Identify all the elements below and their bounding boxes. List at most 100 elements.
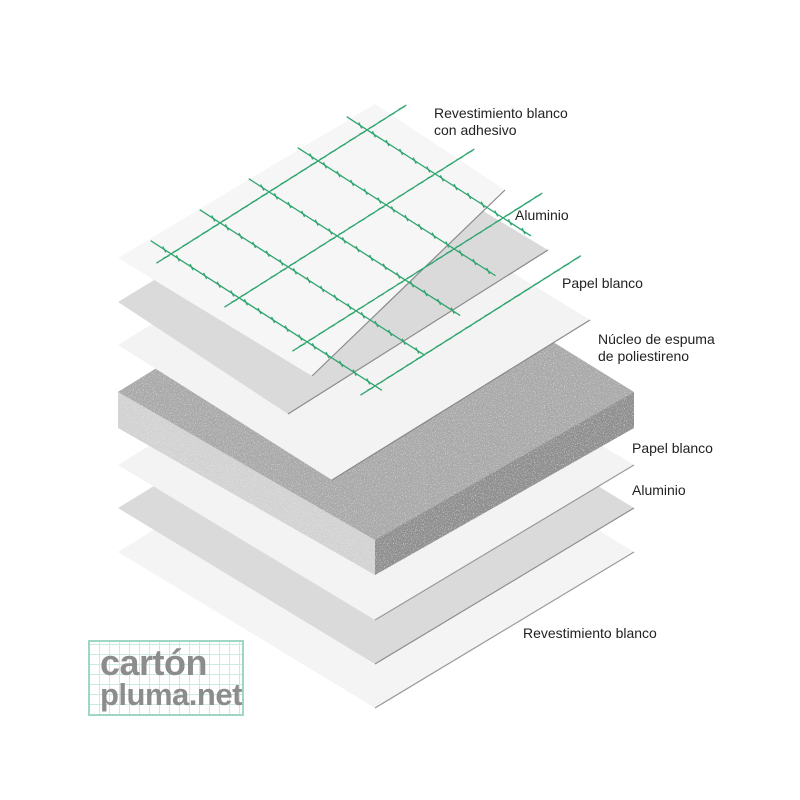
grid-line [484,312,492,317]
grid-line [407,187,414,192]
grid-line [412,157,417,164]
layer-revestimiento-adhesivo [118,104,582,396]
grid-line [524,200,531,205]
label-line: de poliestireno [598,348,690,364]
grid-line [299,255,307,260]
grid-line [292,268,297,275]
grid-line [260,184,265,191]
grid-line [377,197,382,204]
grid-line [270,274,277,279]
grid-line [308,336,316,341]
grid-line [189,263,194,271]
grid-line [347,311,355,317]
grid-line [328,228,333,235]
grid-line [309,249,316,254]
grid-line [533,281,541,286]
label-papel-top: Papel blanco [562,275,643,292]
grid-line [162,246,167,253]
grid-line [363,188,368,195]
label-line: Revestimiento blanco [523,625,657,641]
grid-line [350,179,355,187]
grid-line [355,245,360,253]
adhesive-grid [150,104,582,396]
grid-line [339,143,346,148]
grid-line [466,150,473,155]
grid-line [273,193,278,200]
grid-line [415,347,420,354]
grid-line [216,281,221,288]
grid-line [338,230,346,235]
grid-line [320,285,325,293]
grid-line [374,320,379,328]
grid-line [553,269,560,274]
grid-line [401,338,406,345]
nucleo-left-face [118,392,375,575]
grid-line [368,212,375,217]
grid-line [271,316,276,324]
grid-line [243,299,248,306]
grid-line [290,174,297,179]
grid-line [358,218,365,223]
grid-line [224,224,229,231]
grid-line [366,386,374,392]
grid-line [398,106,405,111]
grid-line [287,201,292,209]
grid-line [162,254,170,260]
grid-line [426,166,431,173]
grid-line [358,130,366,136]
grid-line [455,243,463,248]
grid-line [284,325,289,332]
grid-line [399,148,404,156]
grid-line [475,231,482,236]
grid-line [416,268,424,273]
grid-line [175,255,180,262]
grid-line [349,137,356,142]
label-papel-bottom: Papel blanco [632,440,713,457]
grid-line [371,131,376,138]
grid-line [211,215,216,222]
grid-line [445,249,453,255]
label-line: con adhesivo [434,122,517,138]
cartonpluma-logo: cartón pluma.net [88,640,244,716]
grid-line [404,214,409,222]
grid-line [437,298,442,306]
grid-line [423,289,428,297]
label-aluminio-top: Aluminio [515,207,569,224]
grid-line [480,201,485,208]
grid-line [311,343,316,350]
grid-line [486,267,491,275]
label-line: Papel blanco [632,440,713,456]
grid-line [260,192,268,198]
grid-line [504,300,511,305]
grid-line [265,250,270,257]
grid-line [396,272,401,279]
grid-line [446,162,454,167]
grid-line [504,212,512,217]
grid-line [369,254,374,262]
grid-line [445,337,452,342]
grid-line [328,236,336,242]
grid-line [450,307,455,314]
grid-line [464,324,472,330]
grid-line [378,118,386,123]
grid-line [474,318,482,323]
grid-line [406,362,413,367]
grid-line [231,211,239,216]
grid-line [543,275,550,280]
grid-line [192,236,199,241]
label-nucleo: Núcleo de espuma de poliestireno [598,331,715,365]
grid-line [329,149,337,154]
grid-line [456,156,463,161]
grid-line [386,374,394,379]
grid-line [250,286,258,291]
grid-line [485,225,492,230]
grid-line [241,205,248,210]
grid-line [534,194,541,199]
grid-line [523,287,531,292]
grid-line [339,360,344,368]
grid-line [238,232,243,240]
grid-line [257,307,262,315]
grid-line [357,305,365,310]
grid-line [328,324,335,329]
grid-line [426,174,434,180]
